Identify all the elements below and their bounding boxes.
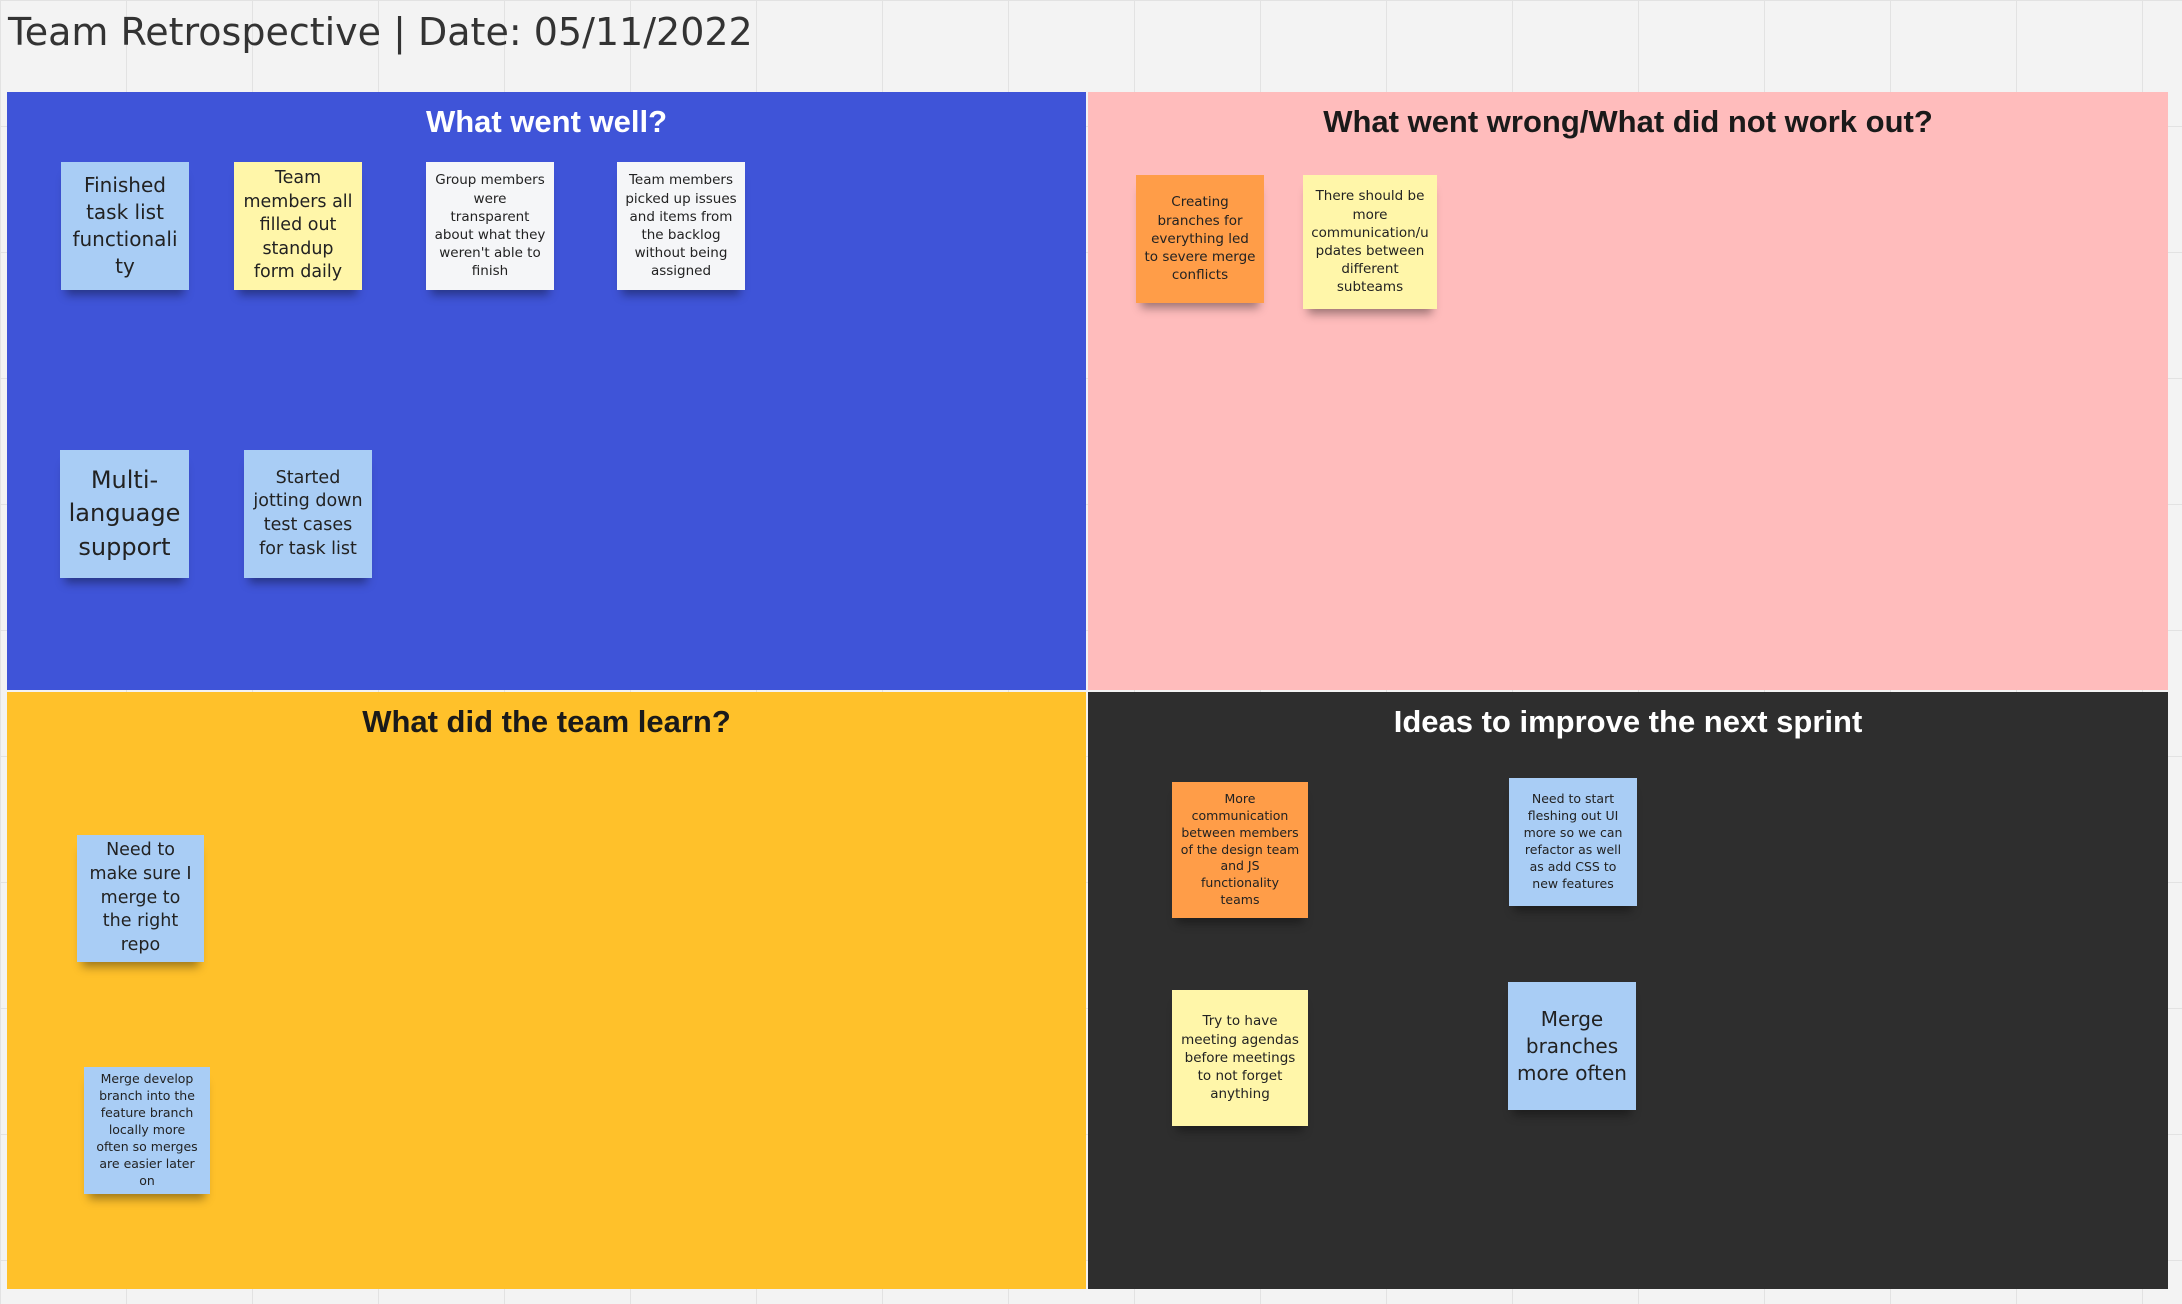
quadrant-heading: What did the team learn?: [362, 704, 731, 739]
sticky-note-text: Try to have meeting agendas before meeti…: [1181, 1013, 1299, 1103]
sticky-note-text: Merge branches more often: [1517, 1006, 1627, 1085]
sticky-note[interactable]: Finished task list functionality: [61, 162, 189, 290]
sticky-note-text: More communication between members of th…: [1180, 790, 1300, 908]
quadrant-heading: What went well?: [425, 104, 668, 139]
sticky-note[interactable]: Group members were transparent about wha…: [426, 162, 554, 290]
sticky-note-text: Team members all filled out standup form…: [243, 167, 353, 283]
sticky-note-text: Creating branches for everything led to …: [1144, 194, 1256, 284]
sticky-note-text: Multi-language support: [68, 465, 181, 561]
sticky-note[interactable]: Creating branches for everything led to …: [1136, 175, 1264, 303]
sticky-note[interactable]: Need to start fleshing out UI more so we…: [1509, 778, 1637, 906]
quadrant-heading: Ideas to improve the next sprint: [1393, 704, 1863, 739]
quadrant-heading: What went wrong/What did not work out?: [1323, 104, 1933, 139]
sticky-note-text: Started jotting down test cases for task…: [253, 467, 363, 559]
sticky-note[interactable]: Need to make sure I merge to the right r…: [77, 835, 204, 962]
sticky-note-text: Group members were transparent about wha…: [434, 172, 546, 280]
sticky-note-text: Team members picked up issues and items …: [625, 172, 737, 280]
sticky-note[interactable]: More communication between members of th…: [1172, 782, 1308, 918]
quadrant-what-went-wrong: What went wrong/What did not work out? C…: [1088, 92, 2168, 690]
sticky-note[interactable]: Multi-language support: [60, 450, 189, 578]
sticky-note[interactable]: Team members all filled out standup form…: [234, 162, 362, 290]
sticky-note[interactable]: There should be more communication/updat…: [1303, 175, 1437, 309]
sticky-note[interactable]: Started jotting down test cases for task…: [244, 450, 372, 578]
quadrant-ideas-to-improve: Ideas to improve the next sprint More co…: [1088, 692, 2168, 1289]
sticky-note-text: Finished task list functionality: [72, 173, 178, 278]
quadrant-what-went-well: What went well? Finished task list funct…: [7, 92, 1086, 690]
sticky-note[interactable]: Merge develop branch into the feature br…: [84, 1067, 210, 1194]
sticky-note-text: There should be more communication/updat…: [1311, 188, 1429, 296]
sticky-note-text: Need to make sure I merge to the right r…: [89, 840, 192, 955]
sticky-note[interactable]: Team members picked up issues and items …: [617, 162, 745, 290]
board-title: Team Retrospective | Date: 05/11/2022: [8, 10, 753, 54]
sticky-note-text: Need to start fleshing out UI more so we…: [1523, 791, 1623, 891]
sticky-note[interactable]: Merge branches more often: [1508, 982, 1636, 1110]
quadrant-what-did-team-learn: What did the team learn? Need to make su…: [7, 692, 1086, 1289]
sticky-note[interactable]: Try to have meeting agendas before meeti…: [1172, 990, 1308, 1126]
sticky-note-text: Merge develop branch into the feature br…: [96, 1071, 198, 1188]
